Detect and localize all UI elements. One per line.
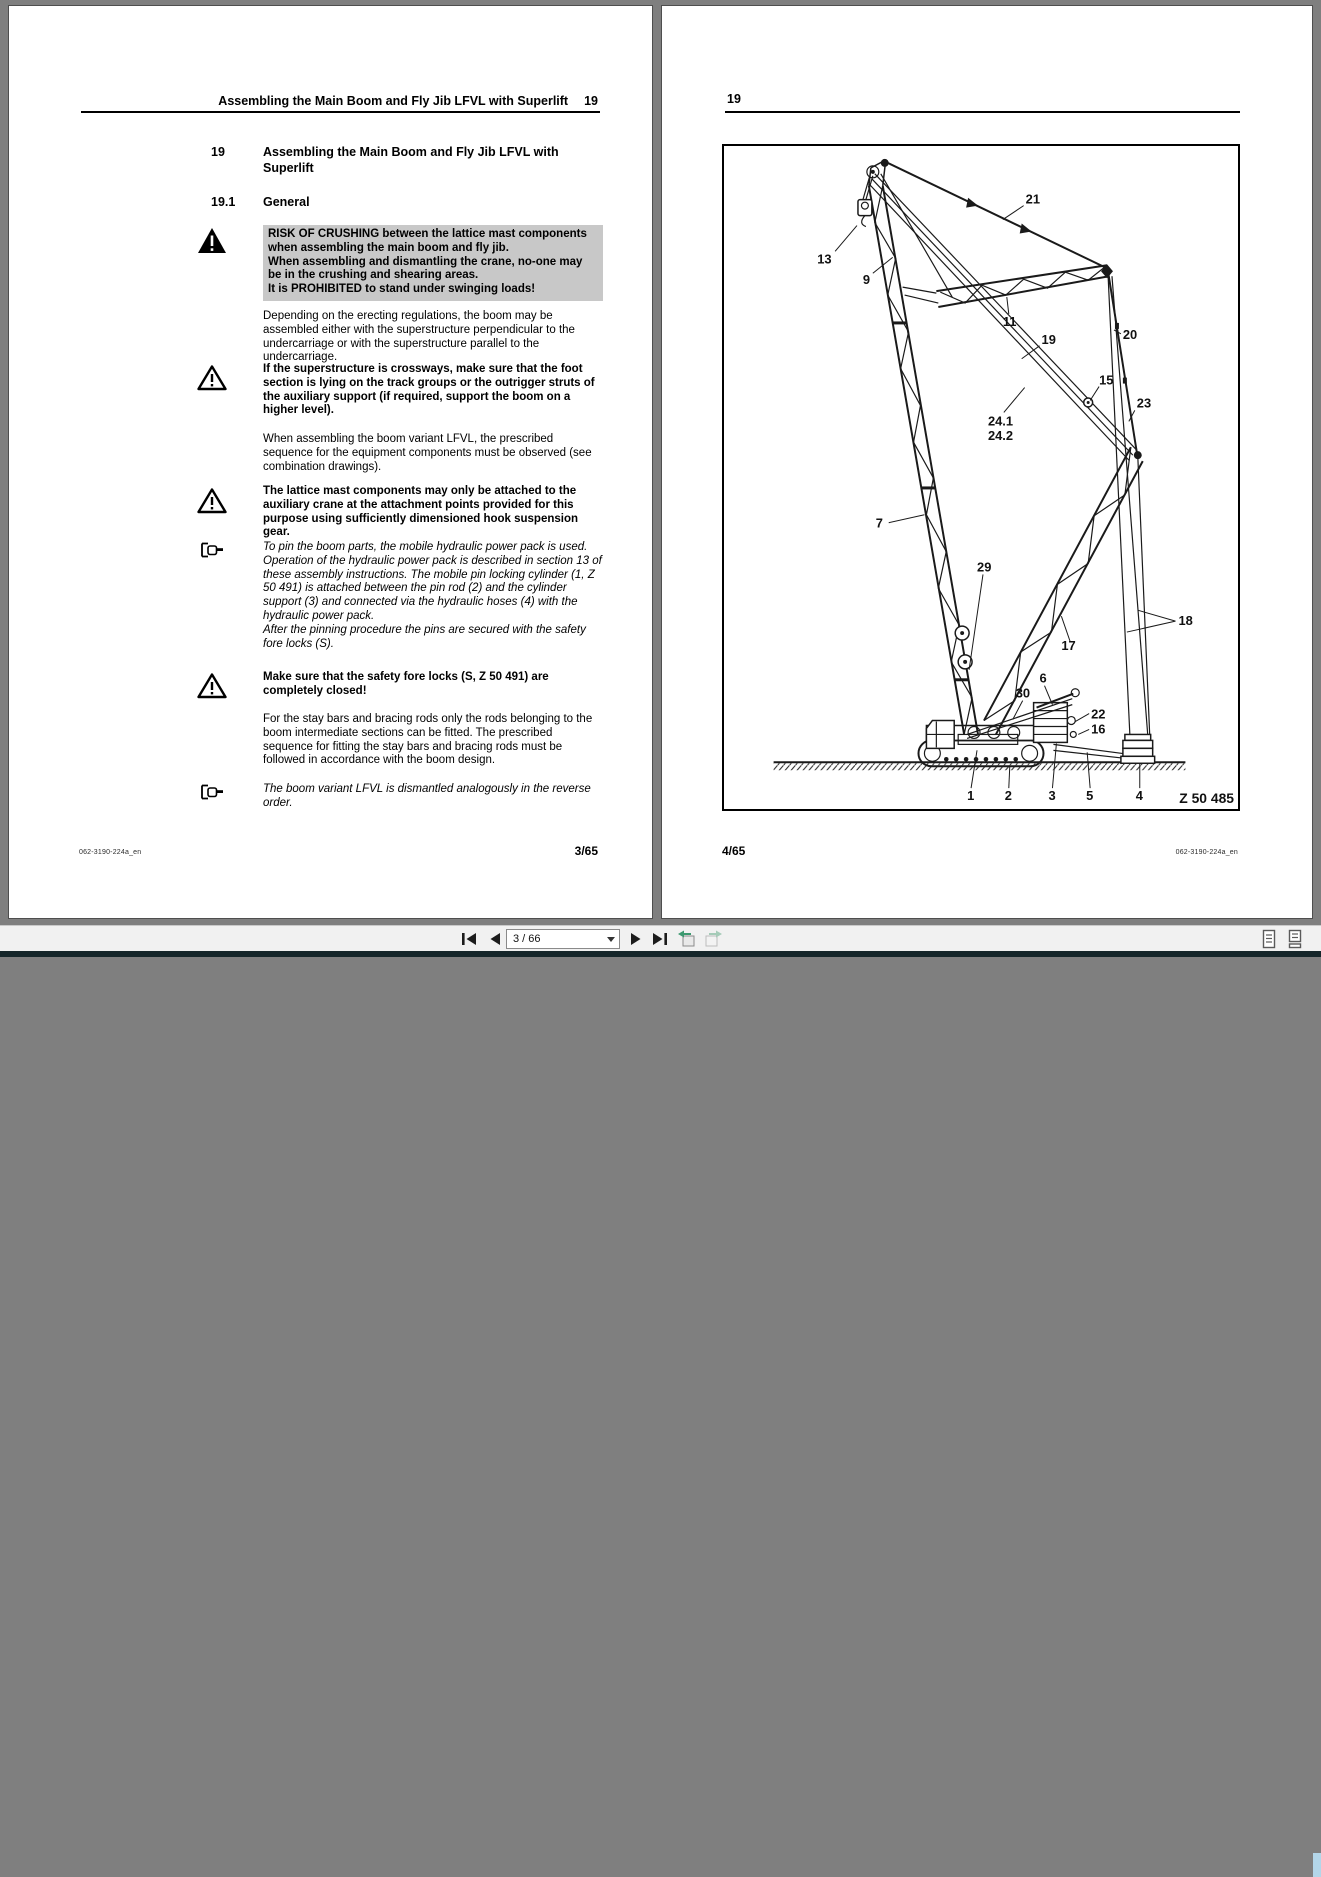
pdf-viewer-window: { "colors": { "viewer_background": "#7f7… — [0, 5, 1321, 1877]
warning-outline-triangle-icon — [196, 672, 228, 704]
figure-label-23: 23 — [1137, 395, 1151, 410]
page-number-field[interactable]: 3 / 66 — [506, 929, 620, 949]
document-page-right: 19 — [661, 5, 1313, 919]
previous-page-icon — [490, 933, 500, 945]
figure-label-24-1: 24.1 — [988, 413, 1013, 428]
running-header-chapter: 19 — [584, 94, 598, 108]
figure-label-13: 13 — [817, 251, 831, 266]
figure-label-7: 7 — [876, 516, 883, 531]
page-number: 4/65 — [722, 844, 746, 858]
page-number-value: 3 / 66 — [513, 933, 541, 945]
header-rule — [81, 111, 600, 113]
warning-text-fore-locks: Make sure that the safety fore locks (S,… — [263, 671, 549, 697]
last-page-button[interactable] — [650, 929, 670, 949]
figure-label-19: 19 — [1042, 332, 1056, 347]
section-title: Assembling the Main Boom and Fly Jib LFV… — [263, 145, 559, 175]
figure-code: Z 50 485 — [1179, 790, 1234, 806]
running-header-title: Assembling the Main Boom and Fly Jib LFV… — [218, 94, 569, 108]
figure-label-30: 30 — [1016, 686, 1030, 701]
paragraph-erecting: Depending on the erecting regulations, t… — [263, 310, 575, 364]
next-view-icon — [705, 930, 722, 947]
figure-label-3: 3 — [1048, 788, 1055, 803]
previous-page-button[interactable] — [485, 929, 505, 949]
note-text-power-pack: To pin the boom parts, the mobile hydrau… — [263, 541, 602, 650]
figure-label-6: 6 — [1040, 671, 1047, 686]
figure-label-16: 16 — [1091, 721, 1105, 736]
note-pointing-hand-icon — [196, 784, 228, 805]
crane-figure-frame: 21 13 9 11 19 20 15 23 24.1 24.2 7 29 17… — [722, 144, 1240, 811]
figure-label-2: 2 — [1005, 788, 1012, 803]
first-page-button[interactable] — [459, 929, 479, 949]
figure-label-11: 11 — [1003, 314, 1017, 329]
viewer-toolbar: 3 / 66 — [0, 925, 1321, 1877]
next-page-icon — [631, 933, 641, 945]
running-header: Assembling the Main Boom and Fly Jib LFV… — [9, 94, 598, 108]
single-page-view-button[interactable] — [1259, 929, 1279, 949]
document-number: 062-3190-224a_en — [79, 849, 142, 856]
paragraph-sequence: When assembling the boom variant LFVL, t… — [263, 433, 592, 473]
note-pointing-hand-icon — [196, 542, 228, 563]
crane-diagram: 21 13 9 11 19 20 15 23 24.1 24.2 7 29 17… — [773, 158, 1234, 806]
warning-text-crossways: If the superstructure is crossways, make… — [263, 363, 595, 417]
figure-label-17: 17 — [1061, 638, 1075, 653]
window-bottom-strip — [0, 951, 1321, 957]
warning-text-crushing: RISK OF CRUSHING between the lattice mas… — [263, 225, 603, 301]
warning-text-lattice: The lattice mast components may only be … — [263, 485, 579, 539]
document-page-left: Assembling the Main Boom and Fly Jib LFV… — [8, 5, 653, 919]
section-number: 19.1 — [211, 195, 236, 209]
figure-label-4: 4 — [1136, 788, 1144, 803]
figure-label-20: 20 — [1123, 327, 1137, 342]
warning-outline-triangle-icon — [196, 487, 228, 519]
continuous-view-button[interactable] — [1285, 929, 1305, 949]
crane-line-drawing — [773, 158, 1186, 789]
paragraph-stay-bars: For the stay bars and bracing rods only … — [263, 713, 593, 767]
figure-label-9: 9 — [863, 272, 870, 287]
previous-view-icon — [678, 930, 695, 947]
first-page-icon — [462, 933, 476, 945]
warning-filled-triangle-icon — [196, 227, 228, 259]
section-number: 19 — [211, 145, 225, 159]
figure-label-5: 5 — [1086, 788, 1093, 803]
figure-label-1: 1 — [967, 788, 974, 803]
running-header-chapter: 19 — [727, 92, 741, 106]
document-number: 062-3190-224a_en — [1175, 849, 1238, 856]
warning-outline-triangle-icon — [196, 364, 228, 396]
previous-view-button[interactable] — [677, 929, 697, 949]
section-title: General — [263, 195, 310, 209]
figure-label-22: 22 — [1091, 707, 1105, 722]
figure-label-29: 29 — [977, 559, 991, 574]
header-rule — [725, 111, 1240, 113]
next-view-button[interactable] — [703, 929, 723, 949]
last-page-icon — [653, 933, 667, 945]
figure-labels: 21 13 9 11 19 20 15 23 24.1 24.2 7 29 17… — [817, 192, 1234, 806]
continuous-view-icon — [1288, 929, 1302, 949]
figure-label-21: 21 — [1026, 192, 1040, 207]
figure-label-18: 18 — [1178, 613, 1192, 628]
toolbar-edge-button[interactable] — [1313, 1853, 1321, 1877]
figure-label-15: 15 — [1099, 373, 1113, 388]
figure-label-24-2: 24.2 — [988, 428, 1013, 443]
single-page-view-icon — [1262, 929, 1276, 949]
note-text-reverse: The boom variant LFVL is dismantled anal… — [263, 783, 591, 809]
page-dropdown-arrow-icon[interactable] — [607, 937, 615, 942]
next-page-button[interactable] — [626, 929, 646, 949]
page-number: 3/65 — [574, 844, 598, 858]
